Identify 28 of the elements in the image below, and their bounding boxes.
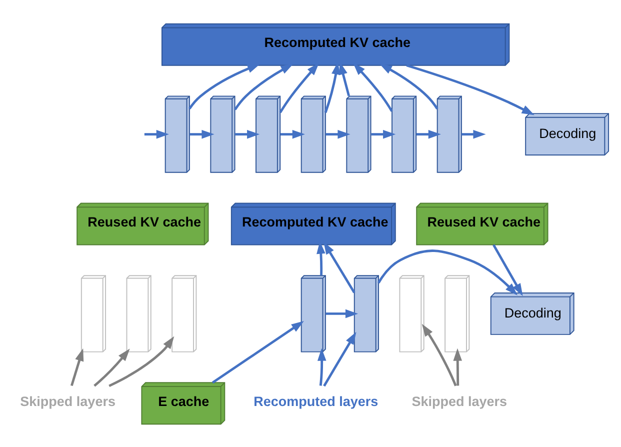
arrow xyxy=(144,129,169,138)
arrow xyxy=(280,129,305,138)
arrow xyxy=(235,129,260,138)
arrow xyxy=(371,129,396,138)
node-text: Skipped layers xyxy=(20,394,116,409)
arrow xyxy=(188,64,260,109)
arrow xyxy=(323,331,356,386)
arrow xyxy=(279,62,320,113)
arrow xyxy=(353,62,393,112)
node-text: Skipped layers xyxy=(412,394,508,409)
arrow xyxy=(324,241,356,293)
arrow xyxy=(190,129,214,138)
arrow xyxy=(234,63,294,110)
arrow xyxy=(416,129,441,138)
arrow xyxy=(212,320,304,384)
arrow xyxy=(326,308,358,318)
arrow xyxy=(453,348,462,386)
arrow xyxy=(492,244,523,296)
arrow xyxy=(317,348,326,386)
arrow xyxy=(378,249,518,295)
arrow xyxy=(70,348,84,386)
arrow xyxy=(406,64,534,115)
arrow xyxy=(326,129,350,138)
arrow xyxy=(108,336,174,386)
arrow xyxy=(379,63,438,109)
arrow xyxy=(422,323,457,386)
node-text: Recomputed layers xyxy=(254,394,378,409)
arrow xyxy=(94,348,130,386)
